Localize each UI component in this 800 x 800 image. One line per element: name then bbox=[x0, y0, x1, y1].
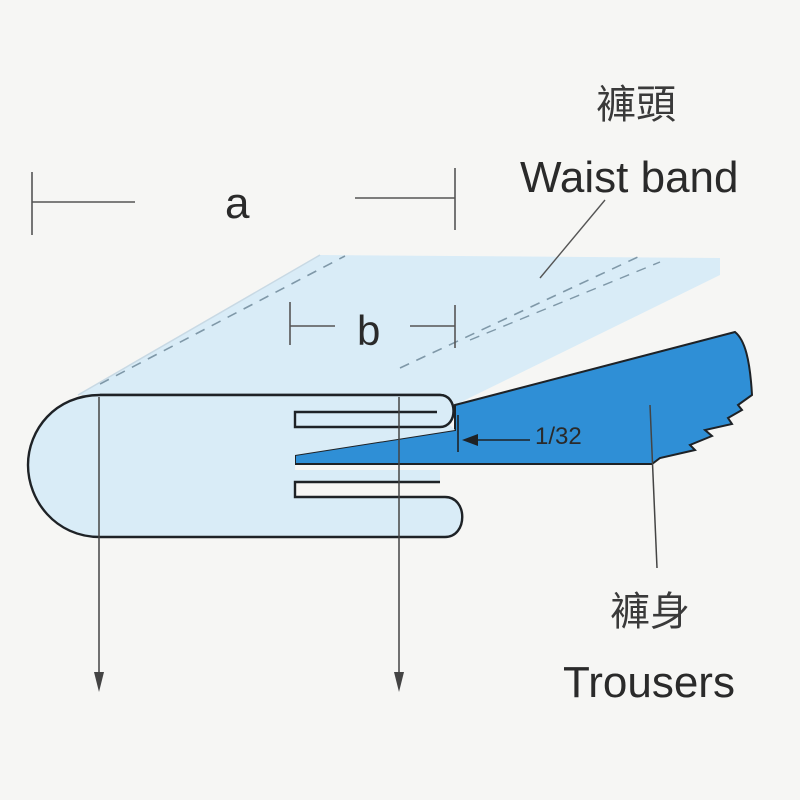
trousers-leader-line bbox=[649, 404, 658, 569]
waistband-stitch-line bbox=[469, 261, 661, 341]
trousers-cn-label: 褲身 bbox=[610, 589, 690, 635]
trousers-fabric bbox=[294, 330, 754, 465]
trousers-en-label: Trousers bbox=[563, 658, 735, 707]
dim-fraction-label: 1/32 bbox=[535, 423, 582, 450]
waistband-leader-line bbox=[539, 199, 606, 279]
waistband-top-surface bbox=[78, 255, 720, 405]
dim-a-label: a bbox=[225, 179, 250, 228]
waistband-stitch-line bbox=[399, 255, 641, 369]
waistband-outline bbox=[26, 393, 464, 539]
waistband-left-slant-edge bbox=[77, 254, 321, 396]
arrow-down-left bbox=[94, 672, 104, 692]
waistband-front-body bbox=[28, 395, 463, 537]
dim-b-label: b bbox=[357, 307, 380, 354]
waistband-en-label: Waist band bbox=[520, 153, 738, 202]
dim-fraction-arrow bbox=[462, 434, 478, 446]
arrow-down-right bbox=[394, 672, 404, 692]
waistband-cn-label: 褲頭 bbox=[596, 82, 676, 128]
waistband-inner-fold bbox=[293, 393, 455, 429]
